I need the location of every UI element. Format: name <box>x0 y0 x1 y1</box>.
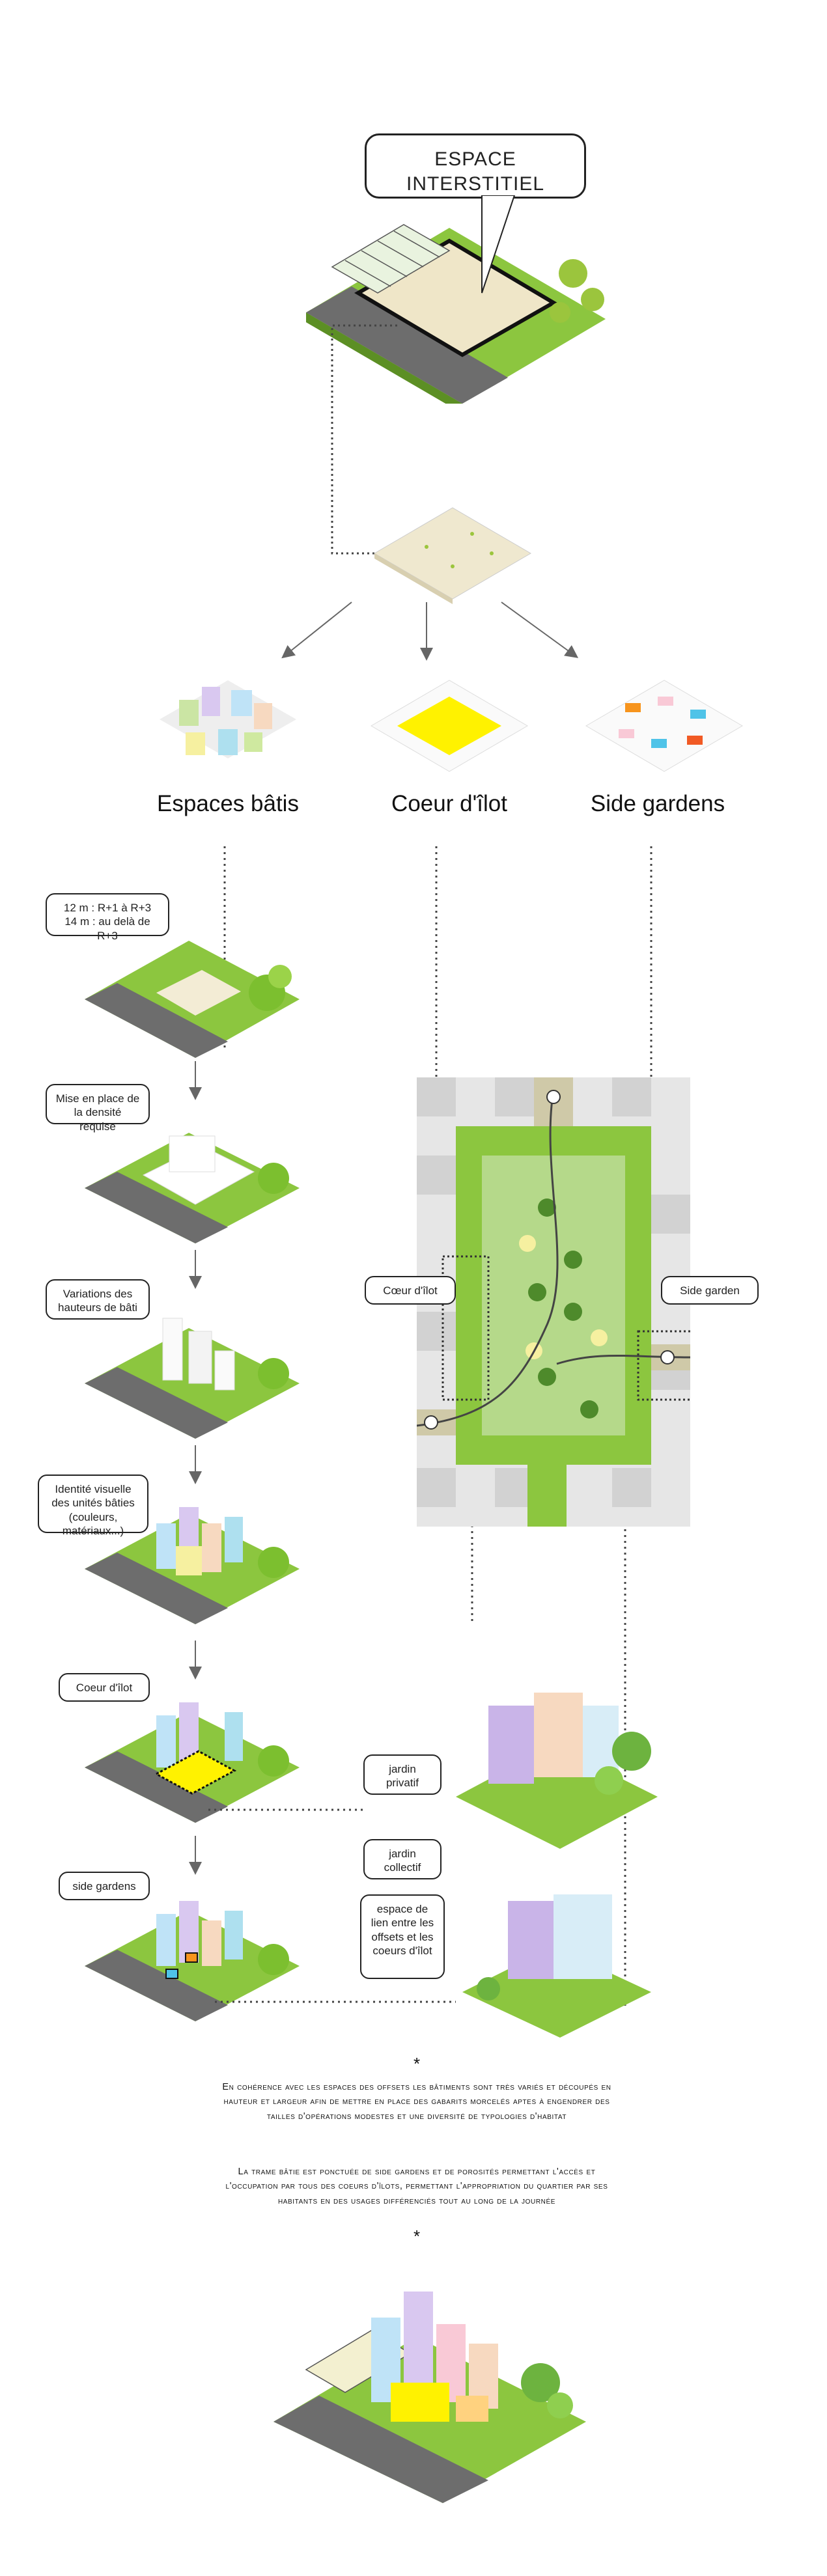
split-arrows <box>281 602 579 661</box>
step6-text: side gardens <box>72 1880 136 1892</box>
top-block-illustration <box>306 224 606 404</box>
dotted-links-lower <box>208 1808 456 2003</box>
espaces-batis-label: Espaces bâtis <box>157 791 299 816</box>
step4-block <box>85 1507 300 1624</box>
plan-diagram <box>417 1077 690 1527</box>
step2-bubble: Mise en place de la densité requise <box>46 1084 150 1133</box>
coeur-ilot-illustration <box>371 680 528 772</box>
star-separator-1: * <box>413 2054 421 2073</box>
jardin-detail-illustration <box>456 1693 658 1849</box>
step2-block <box>85 1133 300 1243</box>
paragraph-1: En cohérence avec les espaces des offset… <box>222 2082 611 2122</box>
clock-icons <box>424 1090 675 1430</box>
jardin-collectif-text: jardin collectif <box>384 1848 421 1874</box>
step5-text: Coeur d'îlot <box>76 1682 133 1694</box>
greenhouse-icon <box>331 224 451 294</box>
jardin-collectif-bubble: jardin collectif <box>363 1839 442 1879</box>
side-gardens-label: Side gardens <box>590 791 725 816</box>
step6-block <box>85 1901 300 2021</box>
step3-text: Variations des hauteurs de bâti <box>58 1288 137 1314</box>
paragraph-2: La trame bâtie est ponctuée de side gard… <box>225 2167 608 2206</box>
step5-block <box>85 1702 300 1823</box>
flat-plan-illustration <box>374 507 531 604</box>
step1-bubble: 12 m : R+1 à R+3 14 m : au delà de R+3 <box>46 893 169 942</box>
step5-bubble: Coeur d'îlot <box>59 1673 150 1702</box>
step6-bubble: side gardens <box>59 1872 150 1900</box>
step3-bubble: Variations des hauteurs de bâti <box>46 1279 150 1320</box>
lien-detail-illustration <box>462 1894 651 2038</box>
coeur-ilot-label: Coeur d'îlot <box>391 791 507 816</box>
step1-block <box>85 941 300 1058</box>
side-gardens-illustration <box>585 680 743 772</box>
step-arrows <box>189 1061 202 1875</box>
espace-interstitiel-label: ESPACE INTERSTITIEL <box>406 148 545 195</box>
final-block-illustration <box>273 2292 586 2503</box>
step4-bubble: Identité visuelle des unités bâties (cou… <box>38 1475 148 1537</box>
bubble-pointer <box>481 195 516 294</box>
plan-coeur-text: Cœur d'îlot <box>383 1284 438 1297</box>
tree-icons <box>550 259 604 323</box>
plan-side-bubble: Side garden <box>661 1276 759 1305</box>
step4-text: Identité visuelle des unités bâties (cou… <box>51 1483 135 1537</box>
step3-block <box>85 1318 300 1439</box>
espace-interstitiel-bubble: ESPACE INTERSTITIEL <box>365 133 586 199</box>
step2-text: Mise en place de la densité requise <box>55 1092 140 1133</box>
espaces-batis-illustration <box>160 680 296 758</box>
step1-line2: 14 m : au delà de R+3 <box>64 915 150 942</box>
star-separator-2: * <box>413 2226 421 2246</box>
espace-lien-text: espace de lien entre les offsets et les … <box>371 1903 434 1957</box>
step1-line1: 12 m : R+1 à R+3 <box>63 902 152 914</box>
espace-lien-bubble: espace de lien entre les offsets et les … <box>360 1894 445 1979</box>
plan-side-text: Side garden <box>680 1284 740 1297</box>
dotted-connector-top <box>331 324 404 555</box>
jardin-privatif-text: jardin privatif <box>385 1763 419 1790</box>
plan-coeur-bubble: Cœur d'îlot <box>365 1276 456 1305</box>
jardin-privatif-bubble: jardin privatif <box>363 1754 442 1795</box>
